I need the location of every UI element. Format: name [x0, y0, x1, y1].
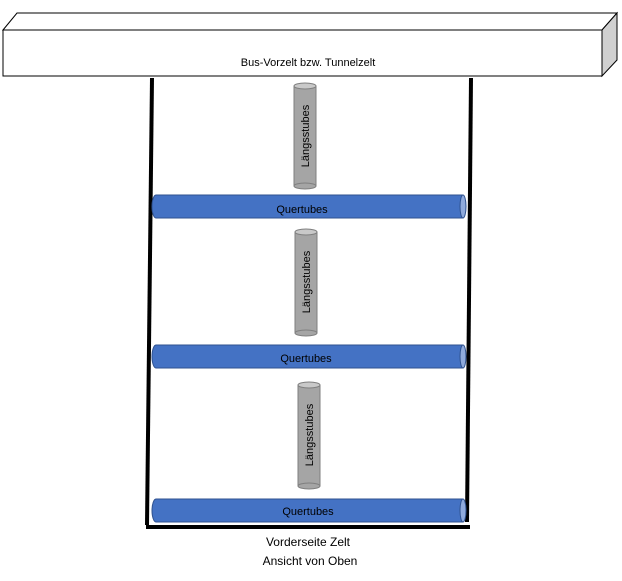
longitudinal-tube-label: Längsstubes	[300, 104, 312, 167]
left-frame-line	[145, 77, 154, 526]
longitudinal-tube-label: Längsstubes	[304, 403, 316, 466]
cross-tube-label: Quertubes	[276, 204, 328, 216]
cross-tube: Quertubes	[151, 194, 467, 219]
cross-tube-label: Quertubes	[280, 353, 332, 365]
tent-label: Bus-Vorzelt bzw. Tunnelzelt	[241, 57, 376, 69]
cross-tube: Quertubes	[151, 498, 467, 523]
caption-line-1: Vorderseite Zelt	[266, 535, 351, 549]
longitudinal-tube: Längsstubes	[294, 228, 318, 337]
cross-tube-label: Quertubes	[282, 506, 334, 518]
cross-tube: Quertubes	[151, 344, 467, 369]
caption-line-2: Ansicht von Oben	[263, 554, 358, 568]
right-frame-line	[465, 77, 473, 523]
box-front-face	[2, 29, 603, 77]
longitudinal-tube-label: Längsstubes	[301, 250, 313, 313]
longitudinal-tube: Längsstubes	[297, 381, 321, 490]
tent-box: Bus-Vorzelt bzw. Tunnelzelt	[1, 11, 619, 78]
longitudinal-tube: Längsstubes	[293, 82, 317, 190]
box-top-face	[1, 12, 619, 31]
